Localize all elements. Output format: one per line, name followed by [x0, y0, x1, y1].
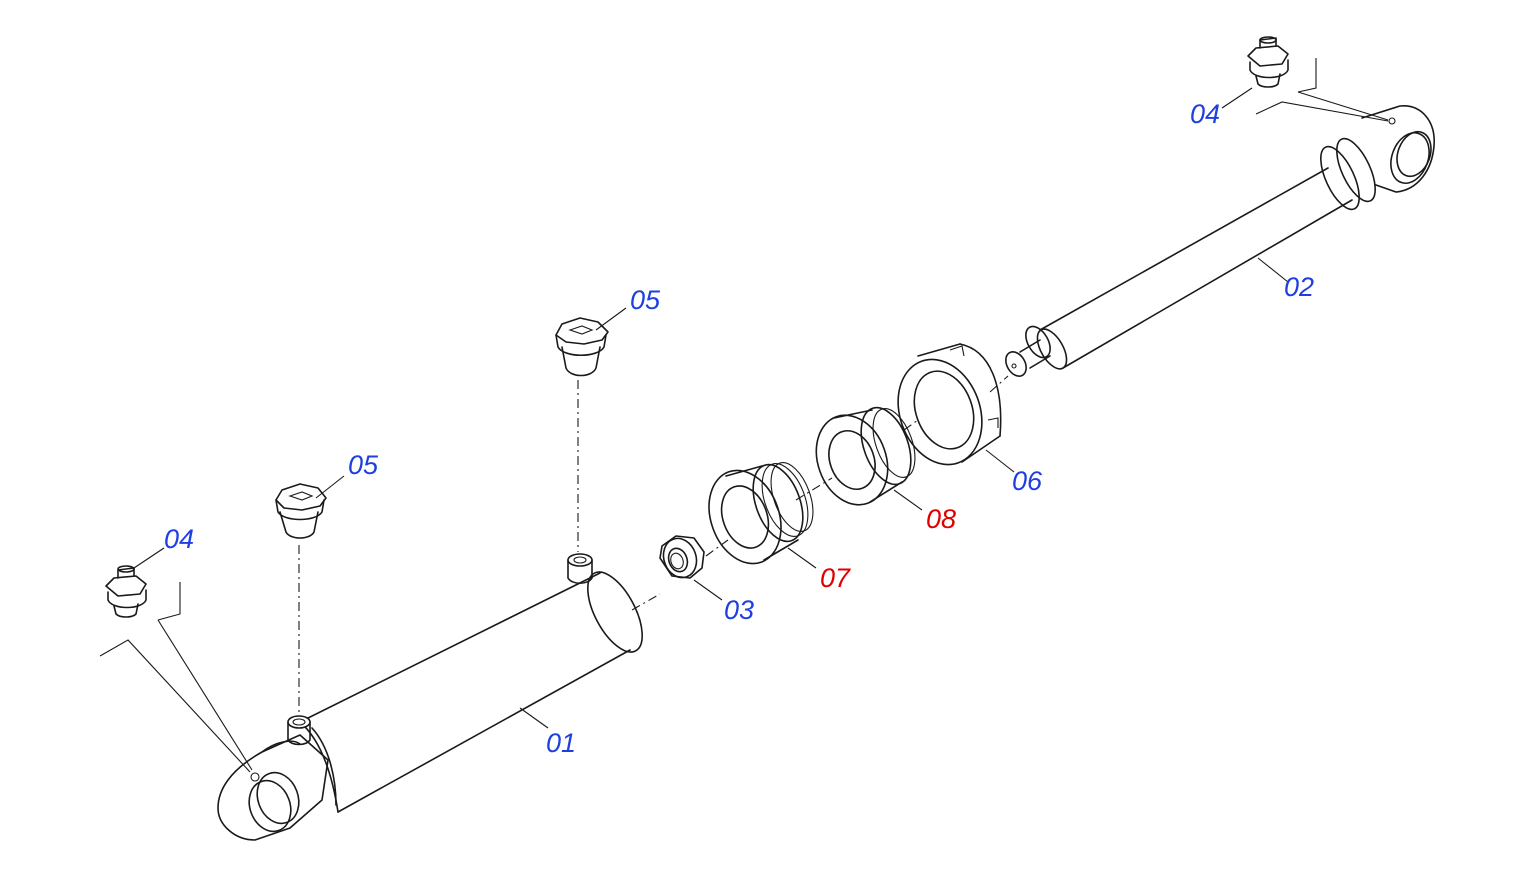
- piston-part: [708, 462, 814, 565]
- callout-06: 06: [1012, 466, 1043, 496]
- lock-nut-part: [659, 535, 705, 579]
- guide-ring-part: [815, 406, 916, 506]
- callout-02: 02: [1284, 272, 1314, 302]
- port-plug-center-part: [555, 317, 609, 377]
- callout-labels: 01 02 03 04 04 05 05 06 07 08: [164, 99, 1314, 758]
- gland-head-part: [897, 343, 1002, 466]
- port-plug-left-part: [275, 483, 327, 539]
- assembly-center-lines: [298, 375, 1009, 712]
- cylinder-barrel-part: [217, 553, 643, 841]
- callout-07: 07: [820, 563, 851, 593]
- callout-01: 01: [546, 728, 576, 758]
- callout-03: 03: [724, 595, 754, 625]
- callout-04-right: 04: [1190, 99, 1220, 129]
- callout-04-left: 04: [164, 524, 194, 554]
- leader-lines: [99, 58, 1389, 773]
- grease-nipple-left-part: [105, 565, 147, 618]
- piston-rod-part: [1005, 105, 1435, 377]
- callout-08: 08: [926, 504, 956, 534]
- grease-nipple-right-part: [1247, 36, 1289, 88]
- callout-05-left: 05: [348, 450, 379, 480]
- callout-05-center: 05: [630, 285, 661, 315]
